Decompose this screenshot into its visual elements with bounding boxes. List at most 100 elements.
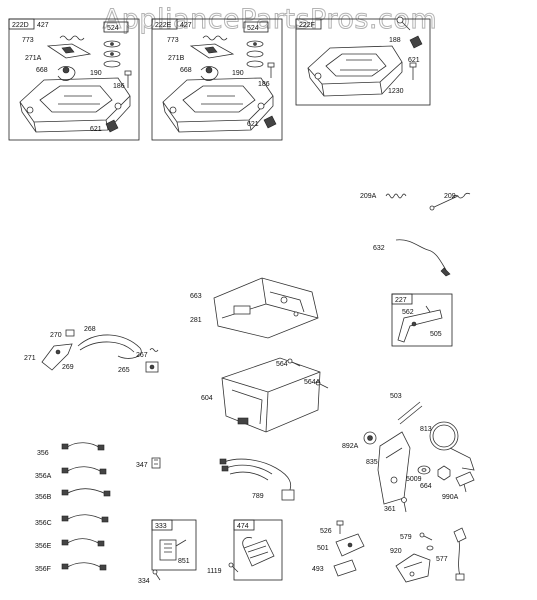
screw-part-361[interactable] (401, 497, 407, 513)
wire-part-356b[interactable] (61, 488, 111, 497)
bracket-part-835[interactable] (377, 431, 411, 505)
washer-stack-part[interactable] (103, 40, 121, 68)
label-268: 268 (84, 326, 96, 333)
spark-plug-wire-part-577[interactable] (453, 527, 467, 581)
governor-lever-part[interactable] (57, 66, 76, 81)
hose-clamp-part-813[interactable] (429, 421, 475, 471)
box-524b-tag (243, 21, 269, 33)
screw-part-1119[interactable] (228, 562, 239, 573)
wire-part-356a[interactable] (61, 466, 107, 475)
box-474 (233, 519, 283, 581)
bolt-part[interactable] (396, 16, 411, 31)
cable-part-268[interactable] (77, 334, 142, 359)
washer-part-579b[interactable] (426, 545, 434, 551)
label-427a: 427 (37, 22, 49, 29)
label-270: 270 (50, 332, 62, 339)
label-505: 505 (430, 331, 442, 338)
screw-part-334[interactable] (152, 569, 161, 581)
control-bracket-part[interactable] (162, 77, 274, 133)
wire-part-356[interactable] (61, 442, 105, 451)
label-663: 663 (190, 293, 202, 300)
box-label-474: 474 (237, 523, 249, 530)
governor-lever-part[interactable] (200, 66, 219, 81)
screw-part[interactable] (124, 70, 132, 88)
label-668a: 668 (36, 67, 48, 74)
label-577: 577 (436, 556, 448, 563)
spring-part-209[interactable] (429, 192, 471, 211)
spring-part[interactable] (46, 35, 92, 59)
label-356c: 356C (35, 520, 52, 527)
wire-part-356c[interactable] (61, 514, 109, 523)
label-188: 188 (389, 37, 401, 44)
label-267: 267 (136, 352, 148, 359)
switch-part-892a[interactable] (363, 431, 377, 445)
label-773a: 773 (22, 37, 34, 44)
rectifier-part-474[interactable] (242, 537, 275, 567)
label-356b: 356B (35, 494, 52, 501)
label-265: 265 (118, 367, 130, 374)
rod-part-503[interactable] (397, 401, 423, 425)
spring-part[interactable] (189, 35, 235, 59)
box-474-tag (233, 519, 255, 531)
label-1230: 1230 (388, 88, 404, 95)
box-label-524b: 524 (247, 25, 259, 32)
screw-part-564a[interactable] (315, 380, 329, 389)
spring-part-209a[interactable] (385, 193, 407, 199)
label-664: 664 (420, 483, 432, 490)
screw-part-526[interactable] (336, 520, 344, 534)
screw-part[interactable] (409, 62, 417, 80)
label-190b: 190 (232, 70, 244, 77)
washer-part-5009[interactable] (417, 465, 431, 475)
label-281: 281 (190, 317, 202, 324)
box-222f-tag (295, 18, 322, 30)
screw-part-579[interactable] (419, 532, 433, 541)
cable-part-632[interactable] (395, 239, 451, 277)
key-part-990a[interactable] (455, 471, 475, 493)
wire-harness-part-789[interactable] (219, 458, 295, 501)
plate-part-493[interactable] (333, 559, 357, 577)
clip-part[interactable] (105, 119, 119, 133)
label-209a: 209A (360, 193, 377, 200)
alternator-part-851[interactable] (159, 539, 187, 561)
label-356: 356 (37, 450, 49, 457)
label-892a: 892A (342, 443, 359, 450)
label-503: 503 (390, 393, 402, 400)
cover-part-604[interactable] (221, 357, 321, 433)
label-789: 789 (252, 493, 264, 500)
clip-part[interactable] (263, 115, 277, 129)
box-227 (391, 293, 453, 347)
box-222d-tag (8, 18, 35, 30)
control-bracket-part[interactable] (307, 45, 403, 97)
washer-stack-part[interactable] (246, 40, 264, 68)
spring-part-267[interactable] (149, 348, 159, 352)
label-356f: 356F (35, 566, 51, 573)
bracket-part-920[interactable] (395, 553, 431, 583)
box-label-222e: 222E (155, 22, 172, 29)
wire-part-356e[interactable] (61, 538, 105, 547)
screw-part[interactable] (267, 62, 275, 78)
screw-part-564[interactable] (287, 358, 301, 367)
clip-part-270[interactable] (65, 329, 75, 337)
label-361: 361 (384, 506, 396, 513)
connector-part-347[interactable] (151, 457, 161, 469)
label-427b: 427 (180, 22, 192, 29)
control-bracket-part[interactable] (19, 77, 131, 133)
control-panel-part-281[interactable] (213, 277, 319, 339)
label-5009: 5009 (406, 476, 422, 483)
throttle-lever-part[interactable] (397, 305, 443, 343)
label-209: 209 (444, 193, 456, 200)
bracket-part-265[interactable] (145, 361, 159, 373)
label-668b: 668 (180, 67, 192, 74)
label-334: 334 (138, 578, 150, 585)
label-271a: 271A (25, 55, 42, 62)
label-501: 501 (317, 545, 329, 552)
lever-part-271[interactable] (41, 343, 73, 371)
wire-part-356f[interactable] (61, 562, 107, 571)
box-label-333: 333 (155, 523, 167, 530)
clip-part[interactable] (409, 35, 423, 49)
bracket-part-501[interactable] (335, 533, 365, 557)
label-356e: 356E (35, 543, 52, 550)
nut-part-664[interactable] (437, 465, 451, 481)
